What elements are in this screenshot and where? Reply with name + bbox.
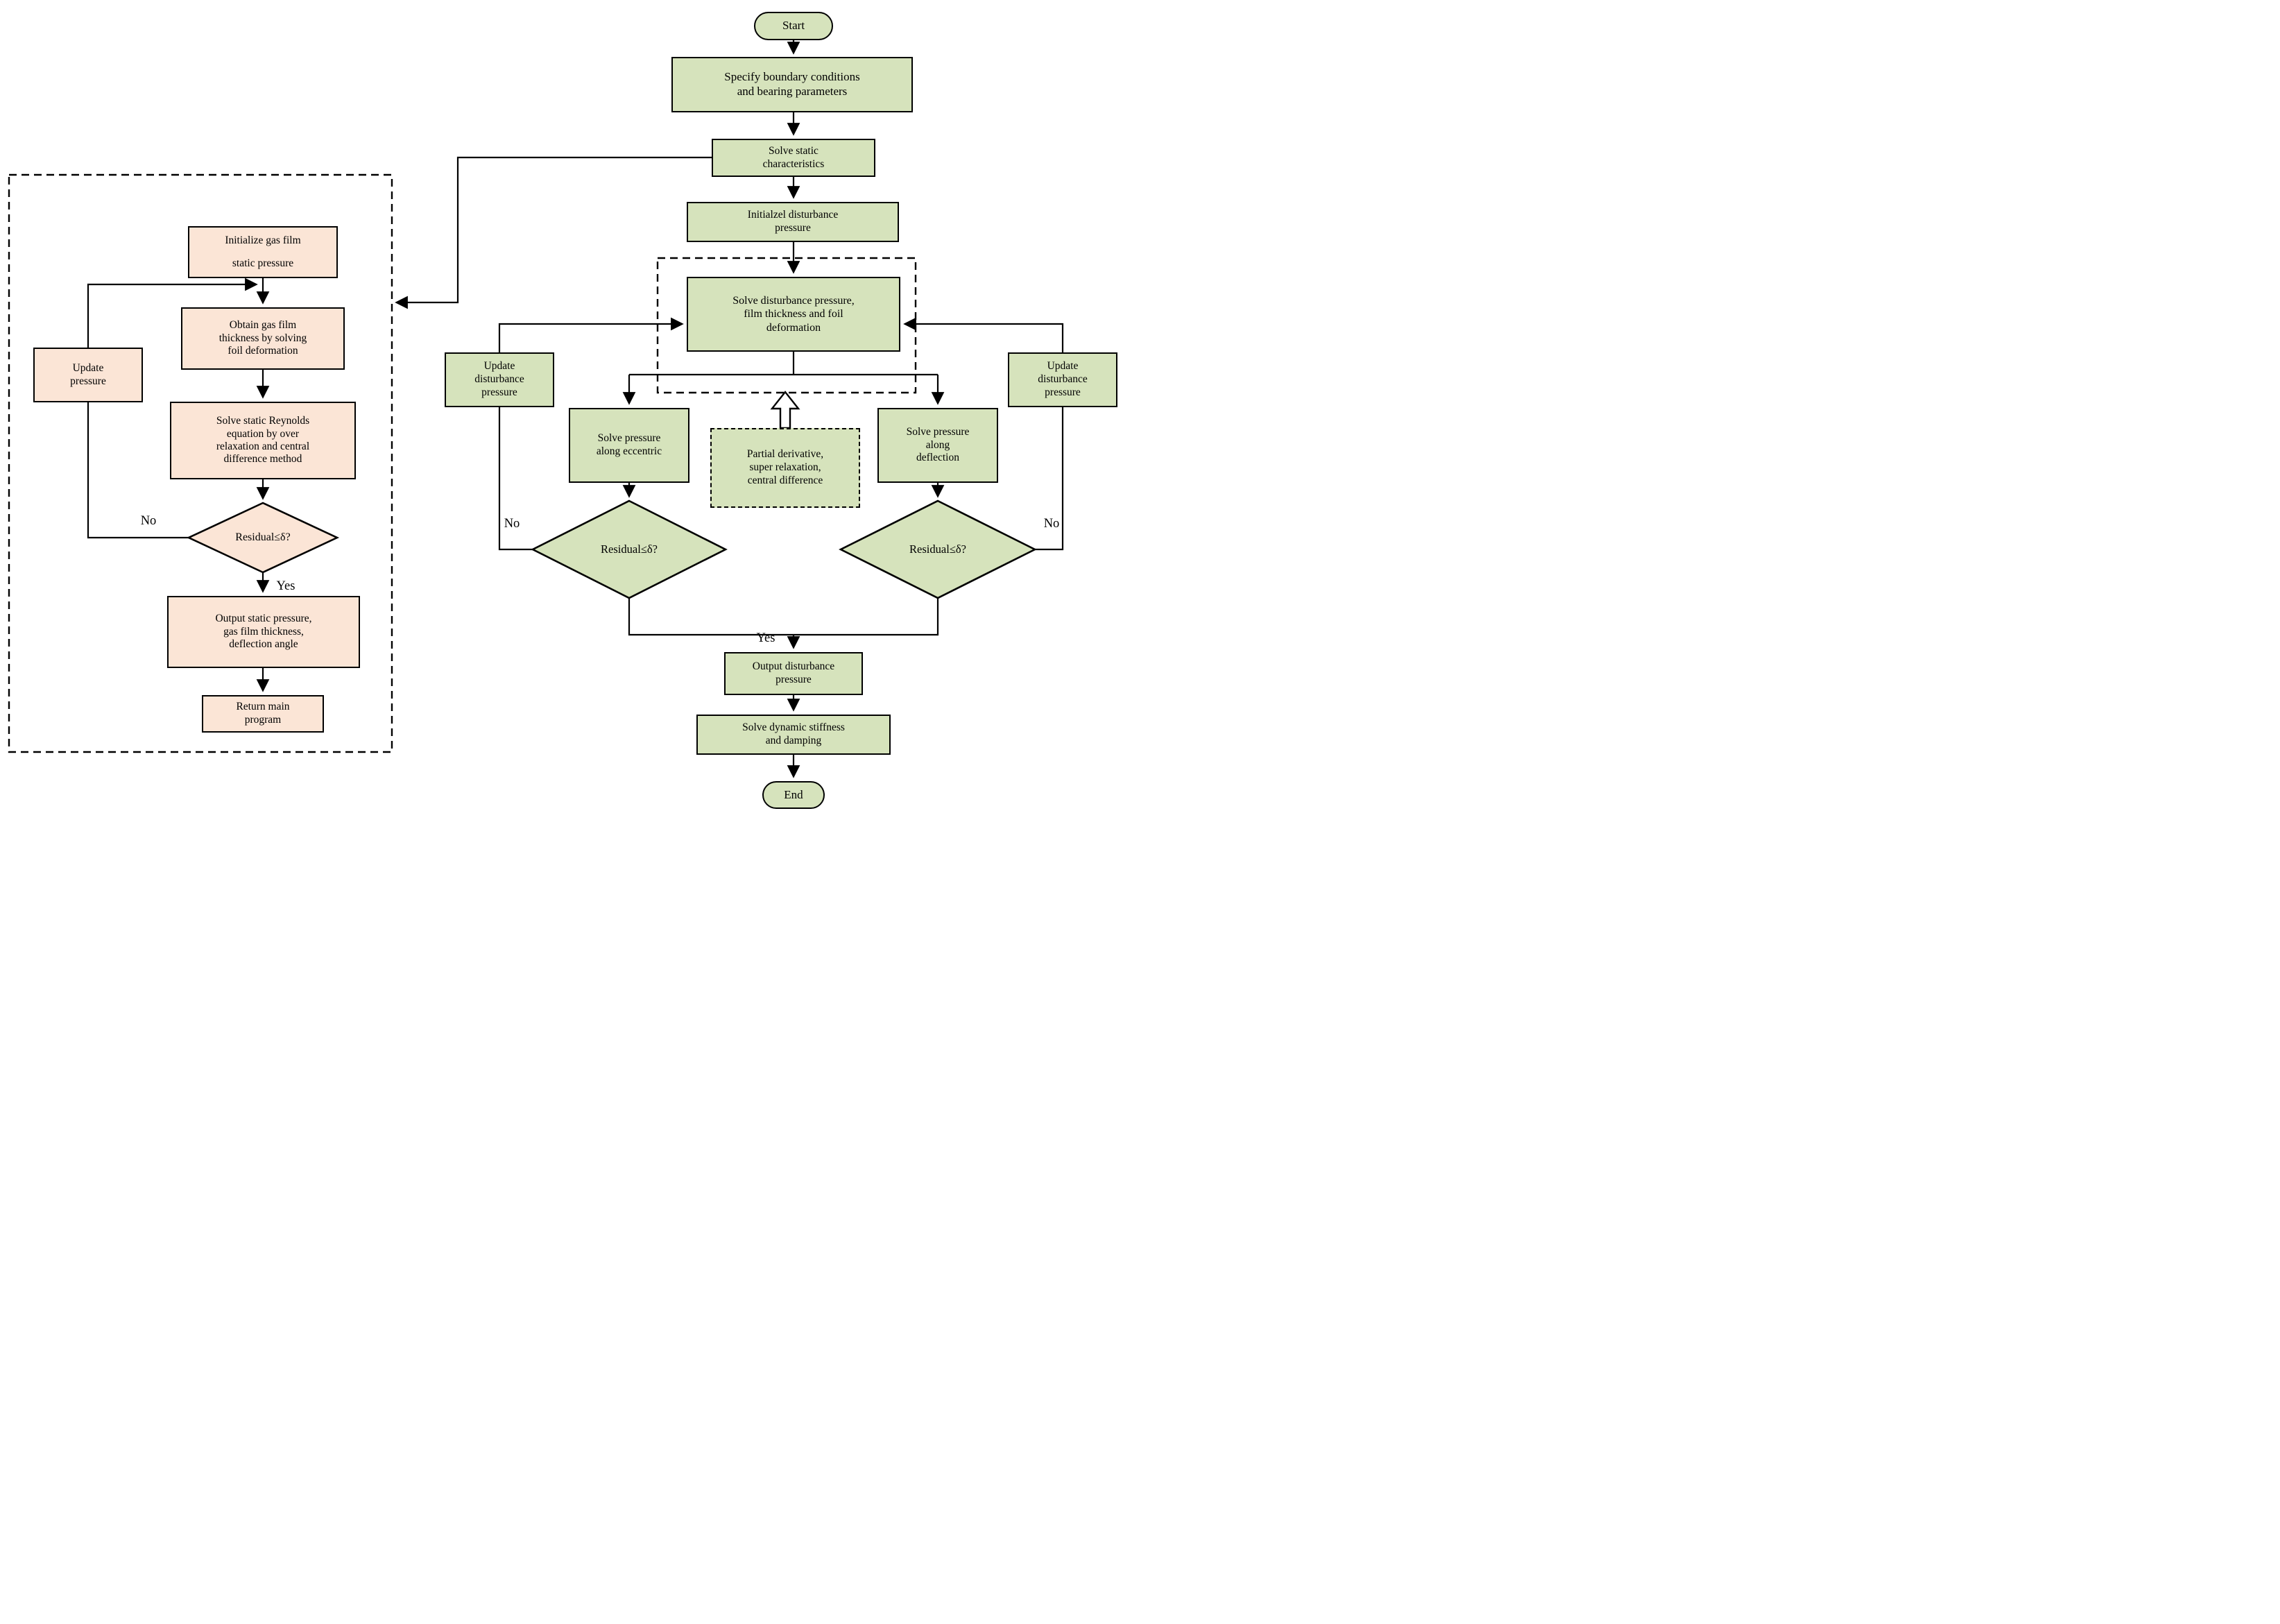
solve-disturbance-node: Solve disturbance pressure, film thickne… — [687, 277, 900, 352]
no-label-sub: No — [140, 513, 157, 528]
yes-label-main: Yes — [756, 631, 775, 645]
yes-label-sub: Yes — [276, 579, 295, 593]
solve-dynamic-stiffness-node: Solve dynamic stiffness and damping — [696, 715, 891, 755]
solve-pressure-deflection-node: Solve pressure along deflection — [877, 408, 998, 483]
start-node: Start — [754, 12, 833, 40]
no-label-right: No — [1043, 516, 1060, 531]
specify-boundary-node: Specify boundary conditions and bearing … — [671, 57, 913, 112]
residual-diamond-left-label: Residual≤δ? — [601, 542, 658, 556]
output-static-pressure-node: Output static pressure, gas film thickne… — [167, 596, 360, 668]
obtain-gas-film-thickness-node: Obtain gas film thickness by solving foi… — [181, 307, 345, 370]
residual-diamond-right-shape — [839, 499, 1037, 599]
block-arrow-up-icon — [770, 391, 800, 429]
update-disturbance-right-node: Update disturbance pressure — [1008, 352, 1117, 407]
residual-diamond-left-shape — [531, 499, 728, 599]
update-disturbance-left-node: Update disturbance pressure — [445, 352, 554, 407]
output-disturbance-node: Output disturbance pressure — [724, 652, 863, 695]
residual-diamond-right-label: Residual≤δ? — [909, 542, 966, 556]
flowchart-canvas: Start Specify boundary conditions and be… — [0, 0, 1140, 812]
subroutine-dashed-container — [8, 173, 393, 753]
flow-connectors — [8, 40, 1064, 778]
return-main-program-node: Return main program — [202, 695, 324, 733]
solve-static-characteristics-node: Solve static characteristics — [712, 139, 875, 177]
solve-pressure-eccentric-node: Solve pressure along eccentric — [569, 408, 689, 483]
initialize-disturbance-node: Initialzel disturbance pressure — [687, 202, 899, 242]
solve-reynolds-node: Solve static Reynolds equation by over r… — [170, 402, 356, 479]
residual-diamond-sub-shape — [186, 502, 340, 574]
residual-diamond-sub-label: Residual≤δ? — [235, 531, 291, 543]
end-node: End — [762, 781, 825, 809]
update-pressure-node: Update pressure — [33, 348, 143, 402]
no-label-left: No — [504, 516, 520, 531]
initialize-static-pressure-node: Initialize gas film static pressure — [188, 226, 338, 278]
partial-derivative-node: Partial derivative, super relaxation, ce… — [710, 428, 860, 508]
